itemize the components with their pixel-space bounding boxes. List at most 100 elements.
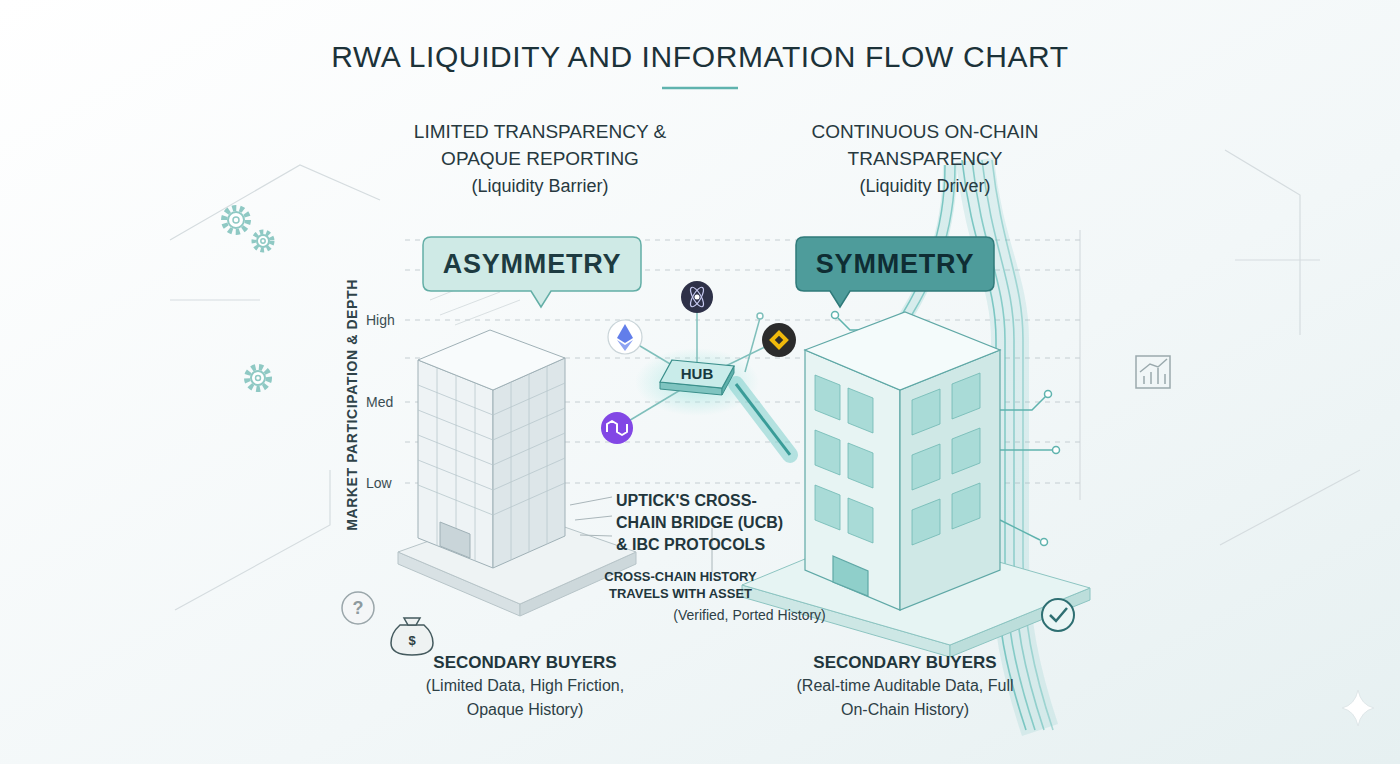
circuit-lines-part	[1000, 396, 1046, 410]
check-icon	[1042, 599, 1074, 631]
polygon-icon	[601, 412, 633, 444]
right-building-part	[900, 350, 1000, 610]
bridge-connector	[736, 384, 790, 455]
left-building-part-part	[437, 368, 438, 546]
node-title: ASYMMETRY	[424, 248, 640, 280]
circuit-lines-part	[1045, 391, 1052, 398]
title-underline	[662, 87, 738, 90]
polygon-icon-part	[607, 421, 627, 435]
right-building-part-part	[952, 483, 980, 529]
leader-lines-part	[580, 535, 612, 536]
left-building-part-part	[529, 374, 530, 552]
left-building-part	[440, 522, 470, 558]
money-bag-icon	[391, 618, 433, 655]
chart-icon	[1136, 356, 1170, 388]
callout-box: ASYMMETRY	[423, 237, 641, 291]
right-building	[805, 312, 1000, 610]
guide-lines-part	[405, 320, 1080, 321]
polygon-icon-part	[601, 412, 633, 444]
gear-icon-part	[254, 232, 272, 250]
right-building-part	[815, 373, 980, 545]
leader-lines-part	[575, 516, 612, 520]
left-building-part-part	[418, 460, 493, 490]
hub-top	[660, 360, 734, 388]
circuit-lines-part	[832, 312, 839, 319]
question-icon	[342, 592, 374, 624]
chart-icon-part	[1143, 376, 1145, 384]
chart-icon-part	[1140, 359, 1167, 372]
sparkle-watermark-part	[1342, 690, 1374, 726]
sparkle-watermark	[1342, 690, 1374, 726]
history-note: CROSS-CHAIN HISTORY TRAVELS WITH ASSET	[598, 568, 763, 602]
circuit-lines-part	[1000, 449, 1052, 451]
ethereum-icon-part	[617, 324, 633, 343]
node-title: SECONDARY BUYERS	[791, 652, 1019, 674]
right-building-part-part	[848, 443, 873, 488]
check-icon-part	[1050, 608, 1067, 621]
chart-icon-part	[1157, 368, 1159, 384]
axis-tick: Med	[366, 393, 406, 411]
callout-outline	[423, 237, 641, 307]
cosmos-icon-part	[688, 285, 706, 308]
left-building	[418, 280, 565, 568]
node-body: (Real-time Auditable Data, Full On-Chain…	[791, 674, 1019, 722]
section-subheading: (Liquidity Barrier)	[390, 174, 690, 198]
gear-icon-part	[257, 235, 269, 247]
bridge-note: UPTICK'S CROSS-CHAIN BRIDGE (UCB) & IBC …	[616, 490, 791, 556]
chart-title: RWA LIQUIDITY AND INFORMATION FLOW CHART	[0, 38, 1400, 76]
cosmos-icon	[681, 281, 713, 313]
right-building-part-part	[815, 430, 840, 475]
ethereum-icon-part	[608, 320, 642, 354]
chart-icon-part	[1150, 372, 1152, 384]
cosmos-icon-part	[695, 295, 700, 300]
gear-icon	[224, 208, 272, 389]
cosmos-icon-part	[681, 281, 713, 313]
question-symbol: ?	[343, 596, 373, 620]
building-node: SECONDARY BUYERS(Limited Data, High Fric…	[410, 300, 640, 722]
leader-lines-part	[570, 497, 612, 505]
ethereum-icon	[608, 320, 642, 354]
binance-icon	[762, 323, 796, 357]
right-building-part-part	[912, 499, 940, 545]
right-building-part-part	[912, 389, 940, 435]
node-title: HUB	[659, 365, 735, 383]
axis-tick: Low	[366, 474, 406, 492]
question-icon-part	[342, 592, 374, 624]
money-bag-icon-part	[391, 625, 433, 655]
construction-lines-part	[170, 299, 260, 300]
chart-icon-part	[1136, 356, 1170, 388]
history-subnote: (Verified, Ported History)	[652, 606, 847, 624]
right-building-part-part	[952, 373, 980, 419]
node-body: (Limited Data, High Friction, Opaque His…	[411, 674, 639, 722]
ethereum-icon-part	[617, 340, 633, 351]
chart-icon-part	[1164, 374, 1166, 384]
right-building-part	[833, 556, 868, 596]
right-building-part-part	[952, 428, 980, 474]
section-heading: LIMITED TRANSPARENCY & OPAQUE REPORTING	[390, 118, 690, 172]
check-icon-part	[1042, 599, 1074, 631]
left-building-part-part	[455, 300, 520, 325]
section-heading: CONTINUOUS ON-CHAIN TRANSPARENCY	[765, 118, 1085, 172]
gear-icon-part	[224, 208, 248, 232]
binance-icon-part	[769, 330, 789, 350]
circuit-lines-part	[1053, 447, 1060, 454]
right-building-part-part	[815, 485, 840, 530]
left-building-part-part	[418, 485, 493, 515]
money-bag-icon-part	[404, 618, 420, 625]
construction-lines	[170, 150, 1360, 610]
cosmos-icon-part	[688, 285, 706, 308]
connector-glow	[736, 384, 790, 455]
left-building-part-part	[475, 383, 476, 561]
callout-box: SYMMETRY	[796, 237, 994, 291]
construction-lines-part	[175, 470, 330, 610]
construction-lines-part	[170, 165, 380, 240]
right-building-part-part	[848, 498, 873, 543]
binance-icon-part	[775, 336, 783, 344]
axis-tick: High	[366, 311, 406, 329]
circuit-lines-part	[1041, 539, 1048, 546]
construction-lines-part	[1235, 259, 1320, 260]
right-building-part-part	[912, 444, 940, 490]
gear-icon-part	[233, 217, 239, 223]
right-building-part-part	[848, 388, 873, 433]
